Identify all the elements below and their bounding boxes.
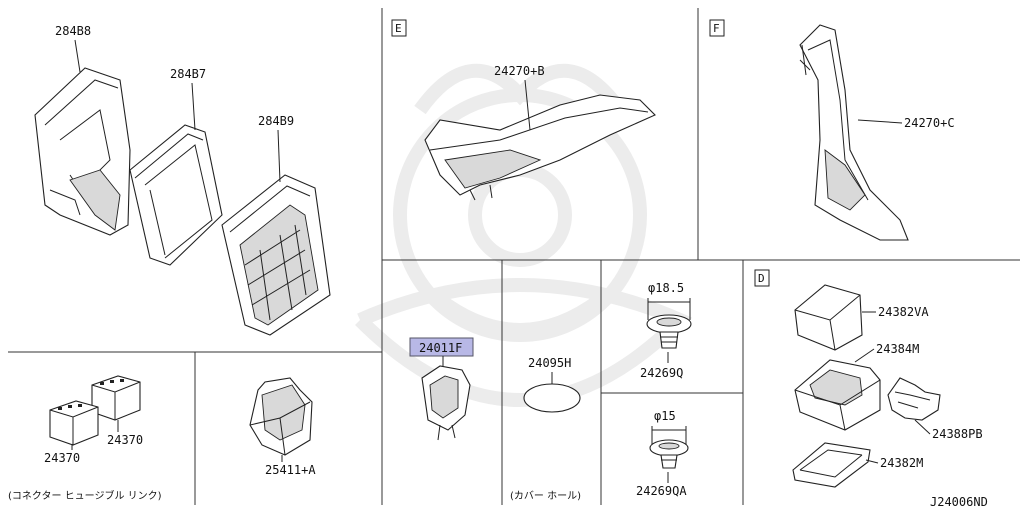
part-284B7-drawing[interactable] bbox=[129, 124, 223, 266]
label-24270B[interactable]: 24270+B bbox=[494, 64, 545, 78]
part-24370-upper-drawing[interactable] bbox=[91, 375, 141, 421]
label-24011F[interactable]: 24011F bbox=[419, 341, 462, 355]
label-24384M[interactable]: 24384M bbox=[876, 342, 919, 356]
part-24370-lower-drawing[interactable] bbox=[49, 400, 99, 446]
label-24382M[interactable]: 24382M bbox=[880, 456, 923, 470]
part-24270B-drawing[interactable] bbox=[424, 94, 656, 201]
label-25411A[interactable]: 25411+A bbox=[265, 463, 316, 477]
label-24270C[interactable]: 24270+C bbox=[904, 116, 955, 130]
part-24269Q-drawing[interactable] bbox=[646, 314, 692, 349]
label-24370-right[interactable]: 24370 bbox=[107, 433, 143, 447]
highlight-24011F[interactable] bbox=[409, 337, 474, 357]
section-box-e: E bbox=[391, 19, 407, 37]
part-25411A-drawing[interactable] bbox=[249, 377, 313, 456]
section-box-d: D bbox=[754, 269, 770, 287]
label-24382VA[interactable]: 24382VA bbox=[878, 305, 929, 319]
label-24388PB[interactable]: 24388PB bbox=[932, 427, 983, 441]
dim-18-5: φ18.5 bbox=[648, 281, 684, 295]
part-24382VA-drawing[interactable] bbox=[794, 284, 863, 351]
section-letter-d: D bbox=[758, 272, 765, 285]
part-24270C-drawing[interactable] bbox=[799, 24, 909, 241]
part-284B8-drawing[interactable] bbox=[34, 67, 131, 236]
part-24388PB-drawing[interactable] bbox=[887, 377, 941, 421]
label-24370-left[interactable]: 24370 bbox=[44, 451, 80, 465]
diagram-code: J24006ND bbox=[930, 495, 988, 509]
caption-cover-hole: (カバー ホール) bbox=[510, 490, 581, 502]
dim-15: φ15 bbox=[654, 409, 676, 423]
label-24095H[interactable]: 24095H bbox=[528, 356, 571, 370]
part-284B9-drawing[interactable] bbox=[221, 174, 331, 336]
label-284B9[interactable]: 284B9 bbox=[258, 114, 294, 128]
section-letter-e: E bbox=[395, 22, 402, 35]
label-24269QA[interactable]: 24269QA bbox=[636, 484, 687, 498]
part-24095H-drawing[interactable] bbox=[523, 383, 581, 413]
part-24011F-drawing[interactable] bbox=[421, 365, 471, 441]
label-284B8[interactable]: 284B8 bbox=[55, 24, 91, 38]
section-box-f: F bbox=[709, 19, 725, 37]
part-24382M-drawing[interactable] bbox=[792, 442, 871, 488]
caption-connector-fusible-link: (コネクター ヒュージブル リンク) bbox=[8, 489, 162, 502]
label-24269Q[interactable]: 24269Q bbox=[640, 366, 683, 380]
part-24269QA-drawing[interactable] bbox=[649, 439, 689, 469]
label-284B7[interactable]: 284B7 bbox=[170, 67, 206, 81]
part-24384M-drawing[interactable] bbox=[794, 359, 881, 431]
section-dividers bbox=[8, 8, 1020, 505]
section-letter-f: F bbox=[713, 22, 720, 35]
